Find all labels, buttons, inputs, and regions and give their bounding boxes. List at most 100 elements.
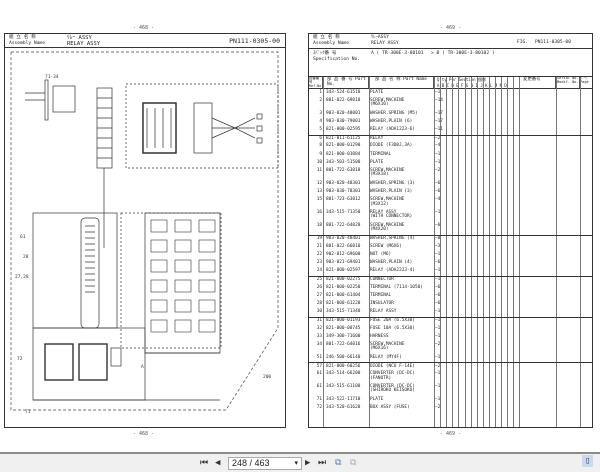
part-number: 349-300-71600 [326,333,361,339]
callout: 71 [25,409,31,415]
assembly-label-jp: 組 立 名 称 [313,35,340,40]
quantity: −4 [435,143,441,149]
part-number: 821-000-02250 [326,284,361,290]
part-number: 903-020-48401 [326,236,361,242]
two-page-icon[interactable]: ⧉ [350,458,357,468]
ref-no: 18 [316,222,322,228]
part-number: 903-030-79001 [326,118,361,124]
part-number: 903-030-78301 [326,188,361,194]
part-name: WASHER,PLAIN (4) [370,260,413,266]
callout: 71-34 [45,74,59,80]
table-column-line [458,77,460,427]
relay-component [198,299,216,313]
viewer-toolbar: ⏮ ◀ 248 / 463 ▾ ▶ ⏭ ⧉ ⧉ ▯ [0,452,600,472]
part-name: FUSE 10A (6.5X30) [370,325,415,331]
ref-no: 2 [319,97,322,103]
relay-component [198,319,216,333]
part-number: 821-000-01084 [326,151,361,157]
spec-a: A ( TR-300E-3-80101 [371,51,424,56]
page-number-input[interactable]: 248 / 463 ▾ [228,457,302,470]
part-name: HARNESS [370,333,389,339]
ref-no: 3 [319,110,322,116]
part-number: 821-000-01193 [326,318,361,324]
fit-page-icon[interactable]: ⧉ [335,458,342,468]
part-name: TERMINAL [370,292,392,298]
page-number-value: 248 / 463 [232,458,270,468]
part-number: 903-020-48001 [326,110,361,116]
part-number: 343-514-66200 [326,371,361,377]
quantity: −1 [435,325,441,331]
table-column-line [507,77,509,427]
header-change-no: 変更番号 [520,77,556,88]
part-number: 343-515-71350 [326,209,361,215]
table-row: 27 821-000-61404 TERMINAL −6 [309,292,592,300]
quantity: −6 [435,260,441,266]
table-header: 図番番号 Ref.No. 部 品 番 号 Part No. 部 品 名 称 Pa… [309,76,592,89]
header-ref-no: 図番番号 Ref.No. [309,76,324,88]
quantity: −1 [435,309,441,315]
part-number: 903-020-48301 [326,180,361,186]
quantity: −3 [435,243,441,249]
quantity: −1 [435,151,441,157]
last-page-icon[interactable]: ⏭ [318,458,327,468]
table-column-line [323,77,324,427]
quantity: −2 [435,341,441,347]
relay-component [198,239,216,253]
assembly-header: 組 立 名 称 Assembly Name ﾘﾚｰ ASSY RELAY ASS… [5,34,285,48]
next-page-icon[interactable]: ▶ [305,458,311,468]
relay-component [174,239,192,253]
callout: A [141,364,144,370]
part-number: 821-000-61404 [326,292,361,298]
first-page-icon[interactable]: ⏮ [200,458,209,468]
part-name: TERMINAL [370,151,392,157]
callout: 72 [17,356,23,362]
ref-no: 16 [316,209,322,215]
part-number: 801-723-63012 [326,197,361,203]
ref-no: 8 [319,143,322,149]
assembly-label-jp: 組 立 名 称 [9,35,36,40]
ref-no: 13 [316,188,322,194]
connector-housing [142,102,177,154]
quantity: −6 [435,292,441,298]
converter-2 [78,343,108,381]
part-name: BOX ASSY (FUSE) [370,404,410,410]
ref-no: 21 [316,243,322,249]
drawing-number: PN111-0305-00 [229,37,280,45]
ref-no: 57 [316,363,322,369]
quantity: −1 [435,209,441,215]
spec-label-en: Specification No. [313,57,361,62]
part-name: SCREW,MACHINE (M6X10) [370,97,405,108]
part-name: RELAY ASSY (WITH CONNECTOR) [370,209,413,220]
quantity: −6 [435,284,441,290]
left-page-number-top: - 468 - [133,25,155,31]
page-dropdown-icon[interactable]: ▾ [294,460,298,467]
callout: 200 [263,374,271,380]
assembly-label-en: Assembly Name [313,41,349,46]
part-name: DIODE (F3D0J,3A) [370,143,413,149]
relay-component [174,259,192,273]
relay-component [198,259,216,273]
connector-detail [125,83,279,169]
quantity: −1 [435,371,441,377]
quantity: −2 [435,167,441,173]
table-column-line [434,77,435,427]
ref-no: 27 [316,292,322,298]
table-column-line [495,77,496,427]
quantity: −2 [435,136,441,142]
relay-component [174,219,192,233]
relay-component [174,319,192,333]
previous-page-icon[interactable]: ◀ [215,458,221,468]
ref-no: 9 [319,151,322,157]
table-column-line [580,77,581,427]
ref-no: 5 [319,126,322,132]
ref-no: 12 [316,180,322,186]
single-page-view-icon[interactable]: ▯ [582,455,594,467]
